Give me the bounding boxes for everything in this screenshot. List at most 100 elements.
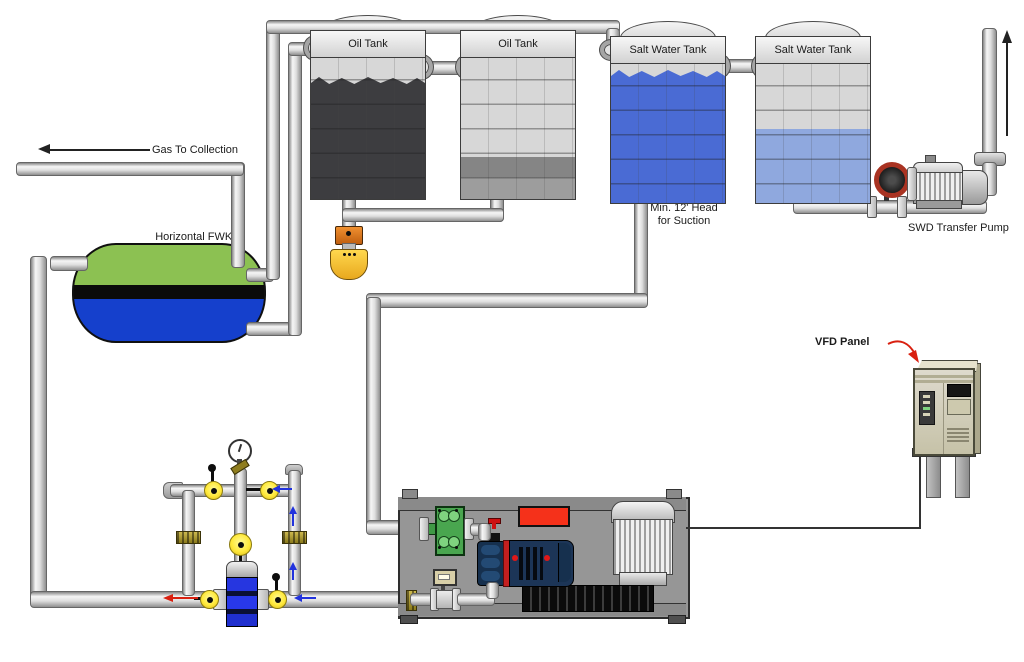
suction-header-pipe [366, 293, 648, 308]
tank-body [610, 62, 726, 204]
valve-stem [211, 470, 214, 483]
tank-body [310, 56, 426, 200]
riser-to-top-runner [266, 24, 280, 280]
vfd-label: VFD Panel [815, 336, 870, 348]
gauge-needle [237, 443, 243, 453]
pump-power-end [509, 540, 574, 587]
vfd-leg [926, 452, 941, 498]
pump-red-dot [544, 555, 550, 561]
suction-note-line1: Min. 12' Head [650, 202, 718, 214]
pump-fluid-end [477, 541, 506, 586]
fluid-end-lobe [481, 545, 500, 555]
gold-flange [282, 531, 307, 544]
flow-arrow-up-line [1006, 42, 1008, 136]
pump-red-dot [512, 555, 518, 561]
ball-valve-main-right [268, 590, 287, 609]
flow-arrow-blue-head [289, 562, 297, 570]
swd-pump-label: SWD Transfer Pump [908, 222, 1009, 234]
gas-line-label: Gas To Collection [152, 144, 239, 156]
skid-lift-lug [666, 489, 682, 499]
pump-inlet-elbow-v [478, 523, 491, 541]
pipe-flange [867, 196, 877, 218]
left-main-riser [30, 256, 47, 600]
keypad-key [923, 395, 930, 398]
pump-top-cap [487, 533, 500, 543]
salt-water-tank-2: Salt Water Tank [755, 21, 871, 204]
red-pressure-gauge [874, 162, 910, 198]
bolt-dot [353, 253, 356, 256]
bolt-dot [438, 546, 441, 549]
flow-arrow-blue-line [292, 512, 294, 526]
keypad-key [923, 413, 930, 416]
suction-note-line2: for Suction [657, 215, 711, 227]
vfd-door-divider [943, 383, 944, 454]
ball-valve-strainer-top [229, 533, 252, 556]
tank-seams [461, 56, 575, 199]
tank-label-band: Oil Tank [310, 30, 426, 58]
salt-water-tank-1: Salt Water Tank [610, 21, 726, 204]
water-fill-low [756, 129, 870, 203]
bolt-dot [348, 253, 351, 256]
vfd-display [947, 384, 971, 397]
flow-arrow-up-head [1002, 30, 1012, 43]
valve-handle-ball [208, 464, 216, 472]
pipe-flange [897, 196, 907, 218]
vfd-trim-line [915, 375, 973, 378]
bolt-dot [455, 546, 458, 549]
pulsation-dampener [435, 506, 465, 556]
bolt-dot [343, 253, 346, 256]
skid-nameplate [518, 506, 570, 527]
keypad-key [923, 407, 930, 410]
tank-label: Oil Tank [498, 38, 538, 50]
signal-wire-horizontal [686, 527, 920, 529]
fwko-label: Horizontal FWKO [155, 231, 241, 243]
valve-handle-ball [272, 573, 280, 581]
discharge-pipe [457, 593, 495, 606]
meter-stem [441, 582, 445, 590]
suction-downcomer [366, 297, 381, 531]
dampener-lobe [448, 510, 460, 522]
oil-tank-1: Oil Tank [310, 15, 426, 200]
signal-wire-vertical [919, 455, 921, 529]
gas-outlet-pipe-horizontal [16, 162, 244, 176]
swd-motor-base [916, 200, 962, 209]
suction-flange [419, 517, 429, 541]
water-fill [611, 70, 725, 203]
valve-handle [246, 488, 262, 491]
swd-discharge-riser [982, 28, 997, 160]
flow-arrow-blue-head [294, 594, 302, 602]
flow-arrow-blue-head [272, 485, 280, 493]
vfd-pointer-arrow [887, 340, 919, 363]
flow-arrow-blue-head [289, 506, 297, 514]
valve-stem [239, 552, 242, 565]
cooler-fins [522, 585, 654, 612]
dampener-lobe [448, 536, 460, 548]
ball-valve-bypass-left [204, 481, 223, 500]
riser-to-oil-tank [288, 46, 302, 336]
pump-discharge-stub [486, 582, 499, 599]
swd-motor-body [913, 172, 963, 204]
flow-meter-display [433, 569, 457, 586]
flow-arrow-blue-line [300, 597, 316, 599]
tank-body [755, 62, 871, 204]
display-screen [438, 574, 450, 580]
oil-drain-header [342, 208, 504, 222]
mini-valve-stem [492, 521, 496, 529]
electric-motor-body [613, 519, 673, 575]
vfd-vents [947, 428, 969, 442]
strainer-body [226, 577, 258, 627]
flow-arrow-red-line [172, 597, 198, 599]
pump-end-cap [558, 543, 571, 582]
tank-seams [611, 62, 725, 203]
ball-valve-main-left [200, 590, 219, 609]
gas-outlet-pipe-vertical [231, 162, 245, 268]
tank-seams [311, 56, 425, 199]
bolt-dot [455, 509, 458, 512]
gas-flow-arrowhead [38, 144, 50, 154]
dump-valve-float-bowl [330, 249, 368, 280]
tank-label: Salt Water Tank [774, 44, 852, 56]
gas-flow-arrow-line [50, 149, 150, 151]
suction-note: Min. 12' Head for Suction [648, 202, 720, 228]
skid-foot [668, 615, 686, 624]
dump-valve-port [346, 231, 351, 236]
